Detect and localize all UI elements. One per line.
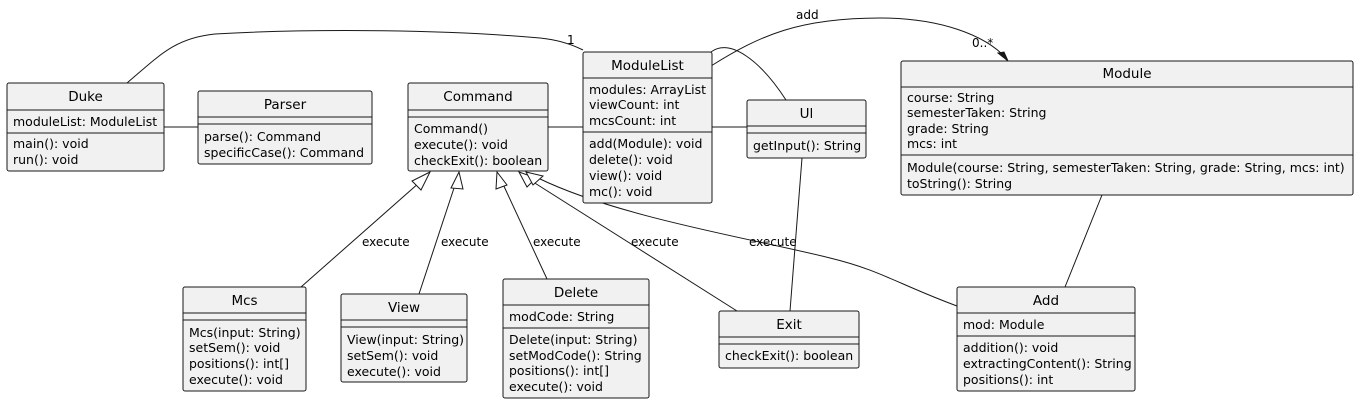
method: setModCode(): String xyxy=(509,348,642,363)
add-execute-label: execute xyxy=(749,235,797,249)
exit-execute-label: execute xyxy=(631,235,679,249)
class-title: Command xyxy=(443,89,512,105)
method: positions(): int xyxy=(963,372,1053,387)
view-generalization-arrow xyxy=(450,170,464,190)
method: Mcs(input: String) xyxy=(189,325,301,340)
method: execute(): void xyxy=(509,379,603,394)
duke-ui-association-right xyxy=(710,47,787,101)
method: mc(): void xyxy=(589,184,652,199)
class-delete: Delete modCode: String Delete(input: Str… xyxy=(502,278,650,399)
method: Command() xyxy=(414,121,488,136)
mcs-command-edge xyxy=(300,181,421,288)
class-ui: Ul getInput(): String xyxy=(746,99,867,159)
modulelist-module-add-edge xyxy=(710,17,1007,67)
method: Delete(input: String) xyxy=(509,332,637,347)
attribute: mod: Module xyxy=(963,317,1045,332)
mcs-execute-label: execute xyxy=(362,235,410,249)
method: execute(): void xyxy=(189,372,283,387)
attribute: mcsCount: int xyxy=(589,113,676,128)
attribute: semesterTaken: String xyxy=(907,105,1046,120)
method: view(): void xyxy=(589,168,662,183)
method: addition(): void xyxy=(963,340,1058,355)
class-title: Duke xyxy=(68,89,103,105)
class-add: Add mod: Module addition(): void extract… xyxy=(956,286,1136,392)
method: specificCase(): Command xyxy=(204,145,364,160)
module-add-link xyxy=(1064,194,1103,288)
class-title: Ul xyxy=(800,106,814,122)
delete-generalization-arrow xyxy=(495,170,508,190)
attribute: course: String xyxy=(907,90,994,105)
class-title: Mcs xyxy=(231,293,257,309)
method: getInput(): String xyxy=(753,138,861,153)
attribute: grade: String xyxy=(907,121,989,136)
class-parser: Parser parse(): Command specificCase(): … xyxy=(197,90,373,165)
method: positions(): int[] xyxy=(189,356,289,371)
attribute: mcs: int xyxy=(907,136,957,151)
add-edge-label: add xyxy=(796,8,819,22)
class-title: ModuleList xyxy=(611,58,684,74)
exit-command-edge xyxy=(529,179,738,312)
delete-command-edge xyxy=(501,181,548,280)
class-title: Module xyxy=(1102,66,1151,82)
attribute: modCode: String xyxy=(509,309,614,324)
view-execute-label: execute xyxy=(441,235,489,249)
class-command: Command Command() execute(): void checkE… xyxy=(407,82,549,172)
add-generalization-arrow xyxy=(525,171,545,186)
add-command-edge xyxy=(537,177,958,307)
method: checkExit(): boolean xyxy=(414,153,542,168)
class-exit: Exit checkExit(): boolean xyxy=(718,310,860,369)
method: positions(): int[] xyxy=(509,363,609,378)
method: parse(): Command xyxy=(204,129,321,144)
class-modulelist: ModuleList modules: ArrayList viewCount:… xyxy=(582,51,713,204)
method: main(): void xyxy=(13,136,89,151)
duke-ui-multiplicity: 1 xyxy=(567,33,575,47)
method: extractingContent(): String xyxy=(963,356,1132,371)
attribute: viewCount: int xyxy=(589,97,679,112)
method: checkExit(): boolean xyxy=(725,348,853,363)
add-arrowhead xyxy=(996,51,1009,62)
duke-ui-association xyxy=(126,30,584,84)
attribute: modules: ArrayList xyxy=(589,82,706,97)
method: View(input: String) xyxy=(347,332,464,347)
class-view: View View(input: String) setSem(): void … xyxy=(340,293,468,383)
method: Module(course: String, semesterTaken: St… xyxy=(907,160,1345,175)
class-mcs: Mcs Mcs(input: String) setSem(): void po… xyxy=(182,286,307,392)
method: execute(): void xyxy=(414,137,508,152)
add-multiplicity: 0..* xyxy=(972,36,993,50)
mcs-generalization-arrow xyxy=(411,170,432,191)
ui-exit-link xyxy=(789,157,803,312)
class-title: Parser xyxy=(264,97,307,113)
method: setSem(): void xyxy=(347,348,438,363)
attribute: moduleList: ModuleList xyxy=(13,114,157,129)
class-title: Add xyxy=(1033,293,1059,309)
method: delete(): void xyxy=(589,152,673,167)
method: setSem(): void xyxy=(189,340,280,355)
method: run(): void xyxy=(13,152,78,167)
view-command-edge xyxy=(418,181,457,295)
method: execute(): void xyxy=(347,364,441,379)
class-duke: Duke moduleList: ModuleList main(): void… xyxy=(6,82,165,172)
delete-execute-label: execute xyxy=(533,235,581,249)
method: add(Module): void xyxy=(589,136,702,151)
class-title: Exit xyxy=(776,317,802,333)
edges: 1 add 0..* execute execute execute execu… xyxy=(126,8,1103,312)
class-title: View xyxy=(388,300,420,316)
class-module: Module course: String semesterTaken: Str… xyxy=(900,60,1354,196)
class-title: Delete xyxy=(554,285,598,301)
method: toString(): String xyxy=(907,176,1012,191)
